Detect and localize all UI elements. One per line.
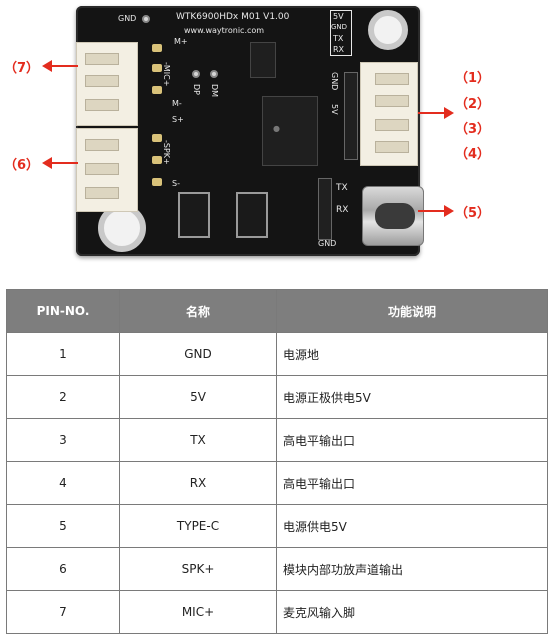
silk-m-minus: M- [172,99,182,108]
callout-2: （2） [455,97,491,112]
callout-3: （3） [455,122,491,137]
silk-gnd-top: GND [118,14,137,23]
cell-pin-no: 1 [6,332,120,376]
cell-function: 电源正极供电5V [276,375,548,419]
silk-s-plus: S+ [172,115,184,124]
table-row: 7 MIC+ 麦克风输入脚 [6,590,548,634]
cell-function: 高电平输出口 [276,418,548,462]
mic-connector [76,42,138,126]
small-ic [250,42,276,78]
table-header-row: PIN-NO. 名称 功能说明 [6,289,548,333]
table-row: 1 GND 电源地 [6,332,548,376]
cell-pin-no: 3 [6,418,120,462]
table-row: 6 SPK+ 模块内部功放声道输出 [6,547,548,591]
mounting-hole-top-right [368,10,408,50]
silk-power-gnd: GND [331,23,348,31]
table-row: 4 RX 高电平输出口 [6,461,548,505]
silk-m-plus: M+ [174,37,188,46]
silk-dp: DP [192,84,201,95]
table-row: 2 5V 电源正极供电5V [6,375,548,419]
table-row: 3 TX 高电平输出口 [6,418,548,462]
cell-name: GND [119,332,277,376]
silk-power-box: 5V GND TX RX [330,10,352,56]
cell-pin-no: 6 [6,547,120,591]
cell-name: SPK+ [119,547,277,591]
silk-side-gnd: GND [330,72,339,91]
silk-model: WTK6900HDx M01 V1.00 [176,12,290,22]
usb-type-c-port [362,186,424,246]
cell-pin-no: 5 [6,504,120,548]
via-gnd-top [142,15,150,23]
arrow-1-4 [418,107,454,119]
header-function: 功能说明 [276,289,548,333]
uart-connector [360,62,418,166]
arrow-7 [42,60,78,72]
via-dp [192,70,200,78]
cell-name: TYPE-C [119,504,277,548]
callout-4: （4） [455,147,491,162]
cell-name: TX [119,418,277,462]
header-pin-no: PIN-NO. [6,289,120,333]
silk-gnd-bottom: GND [318,239,337,248]
cell-function: 麦克风输入脚 [276,590,548,634]
silk-rx: RX [336,205,349,215]
cell-name: 5V [119,375,277,419]
cell-pin-no: 4 [6,461,120,505]
silk-s-minus: S- [172,179,180,188]
silk-url: www.waytronic.com [184,26,265,35]
silk-dm: DM [210,84,219,98]
pin-table: PIN-NO. 名称 功能说明 1 GND 电源地 2 5V 电源正极供电5V … [6,289,548,634]
table-row: 5 TYPE-C 电源供电5V [6,504,548,548]
silk-spk-plus: -SPK+ [162,140,171,165]
arrow-5 [418,205,454,217]
cell-pin-no: 7 [6,590,120,634]
arrow-6 [42,157,78,169]
callout-5: （5） [455,206,491,221]
inductor-left [178,192,210,238]
cell-function: 模块内部功放声道输出 [276,547,548,591]
cell-function: 电源供电5V [276,504,548,548]
inductor-right [236,192,268,238]
via-dm [210,70,218,78]
cell-name: MIC+ [119,590,277,634]
callout-7: （7） [4,61,40,76]
cell-function: 高电平输出口 [276,461,548,505]
callout-6: （6） [4,158,40,173]
cell-function: 电源地 [276,332,548,376]
silk-power-5v: 5V [333,12,344,21]
silk-side-5v: 5V [330,104,339,115]
header-name: 名称 [119,289,277,333]
cell-pin-no: 2 [6,375,120,419]
silk-power-tx: TX [333,34,344,43]
cell-name: RX [119,461,277,505]
silk-power-rx: RX [333,45,345,54]
callout-1: （1） [455,71,491,86]
main-ic: ● [262,96,318,166]
silk-mic-plus: -MIC+ [162,62,171,87]
module-photo: GND WTK6900HDx M01 V1.00 www.waytronic.c… [0,0,552,262]
silk-tx: TX [336,183,348,193]
speaker-connector [76,128,138,212]
